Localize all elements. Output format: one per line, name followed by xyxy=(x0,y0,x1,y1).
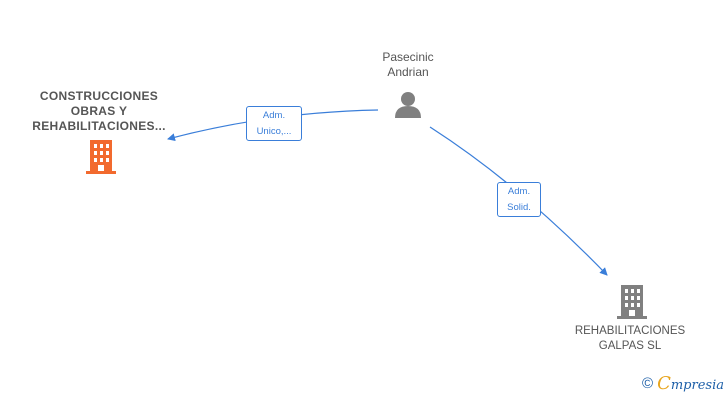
building-icon[interactable] xyxy=(86,140,116,174)
company-galpas-label[interactable]: REHABILITACIONES GALPAS SL xyxy=(560,324,700,354)
edge-label-line2: Unico,... xyxy=(256,126,292,137)
brand-logo: Cmpresia xyxy=(657,373,724,394)
edge-label-line1: Adm. xyxy=(507,186,531,197)
edge-label-line1: Adm. xyxy=(262,110,286,121)
edge-label-adm-unico[interactable]: Adm. Unico,... xyxy=(246,106,302,141)
company-label-line1: REHABILITACIONES xyxy=(574,325,686,337)
edge-label-adm-solid[interactable]: Adm. Solid. xyxy=(497,182,541,217)
person-name[interactable]: Pasecinic Andrian xyxy=(358,50,458,80)
building-icon[interactable] xyxy=(617,285,647,319)
company-label-line2: OBRAS Y xyxy=(70,104,128,118)
person-name-line1: Pasecinic xyxy=(382,50,434,64)
empresia-watermark: © Cmpresia xyxy=(642,373,724,394)
company-label-line2: GALPAS SL xyxy=(598,340,662,352)
company-construcciones-label[interactable]: CONSTRUCCIONES OBRAS Y REHABILITACIONES.… xyxy=(14,89,184,134)
person-name-line2: Andrian xyxy=(387,65,429,79)
company-label-line3: REHABILITACIONES... xyxy=(32,119,166,133)
copyright-icon: © xyxy=(642,375,654,392)
company-label-line1: CONSTRUCCIONES xyxy=(39,89,159,103)
edge-label-line2: Solid. xyxy=(507,202,531,213)
person-icon[interactable] xyxy=(395,92,421,118)
